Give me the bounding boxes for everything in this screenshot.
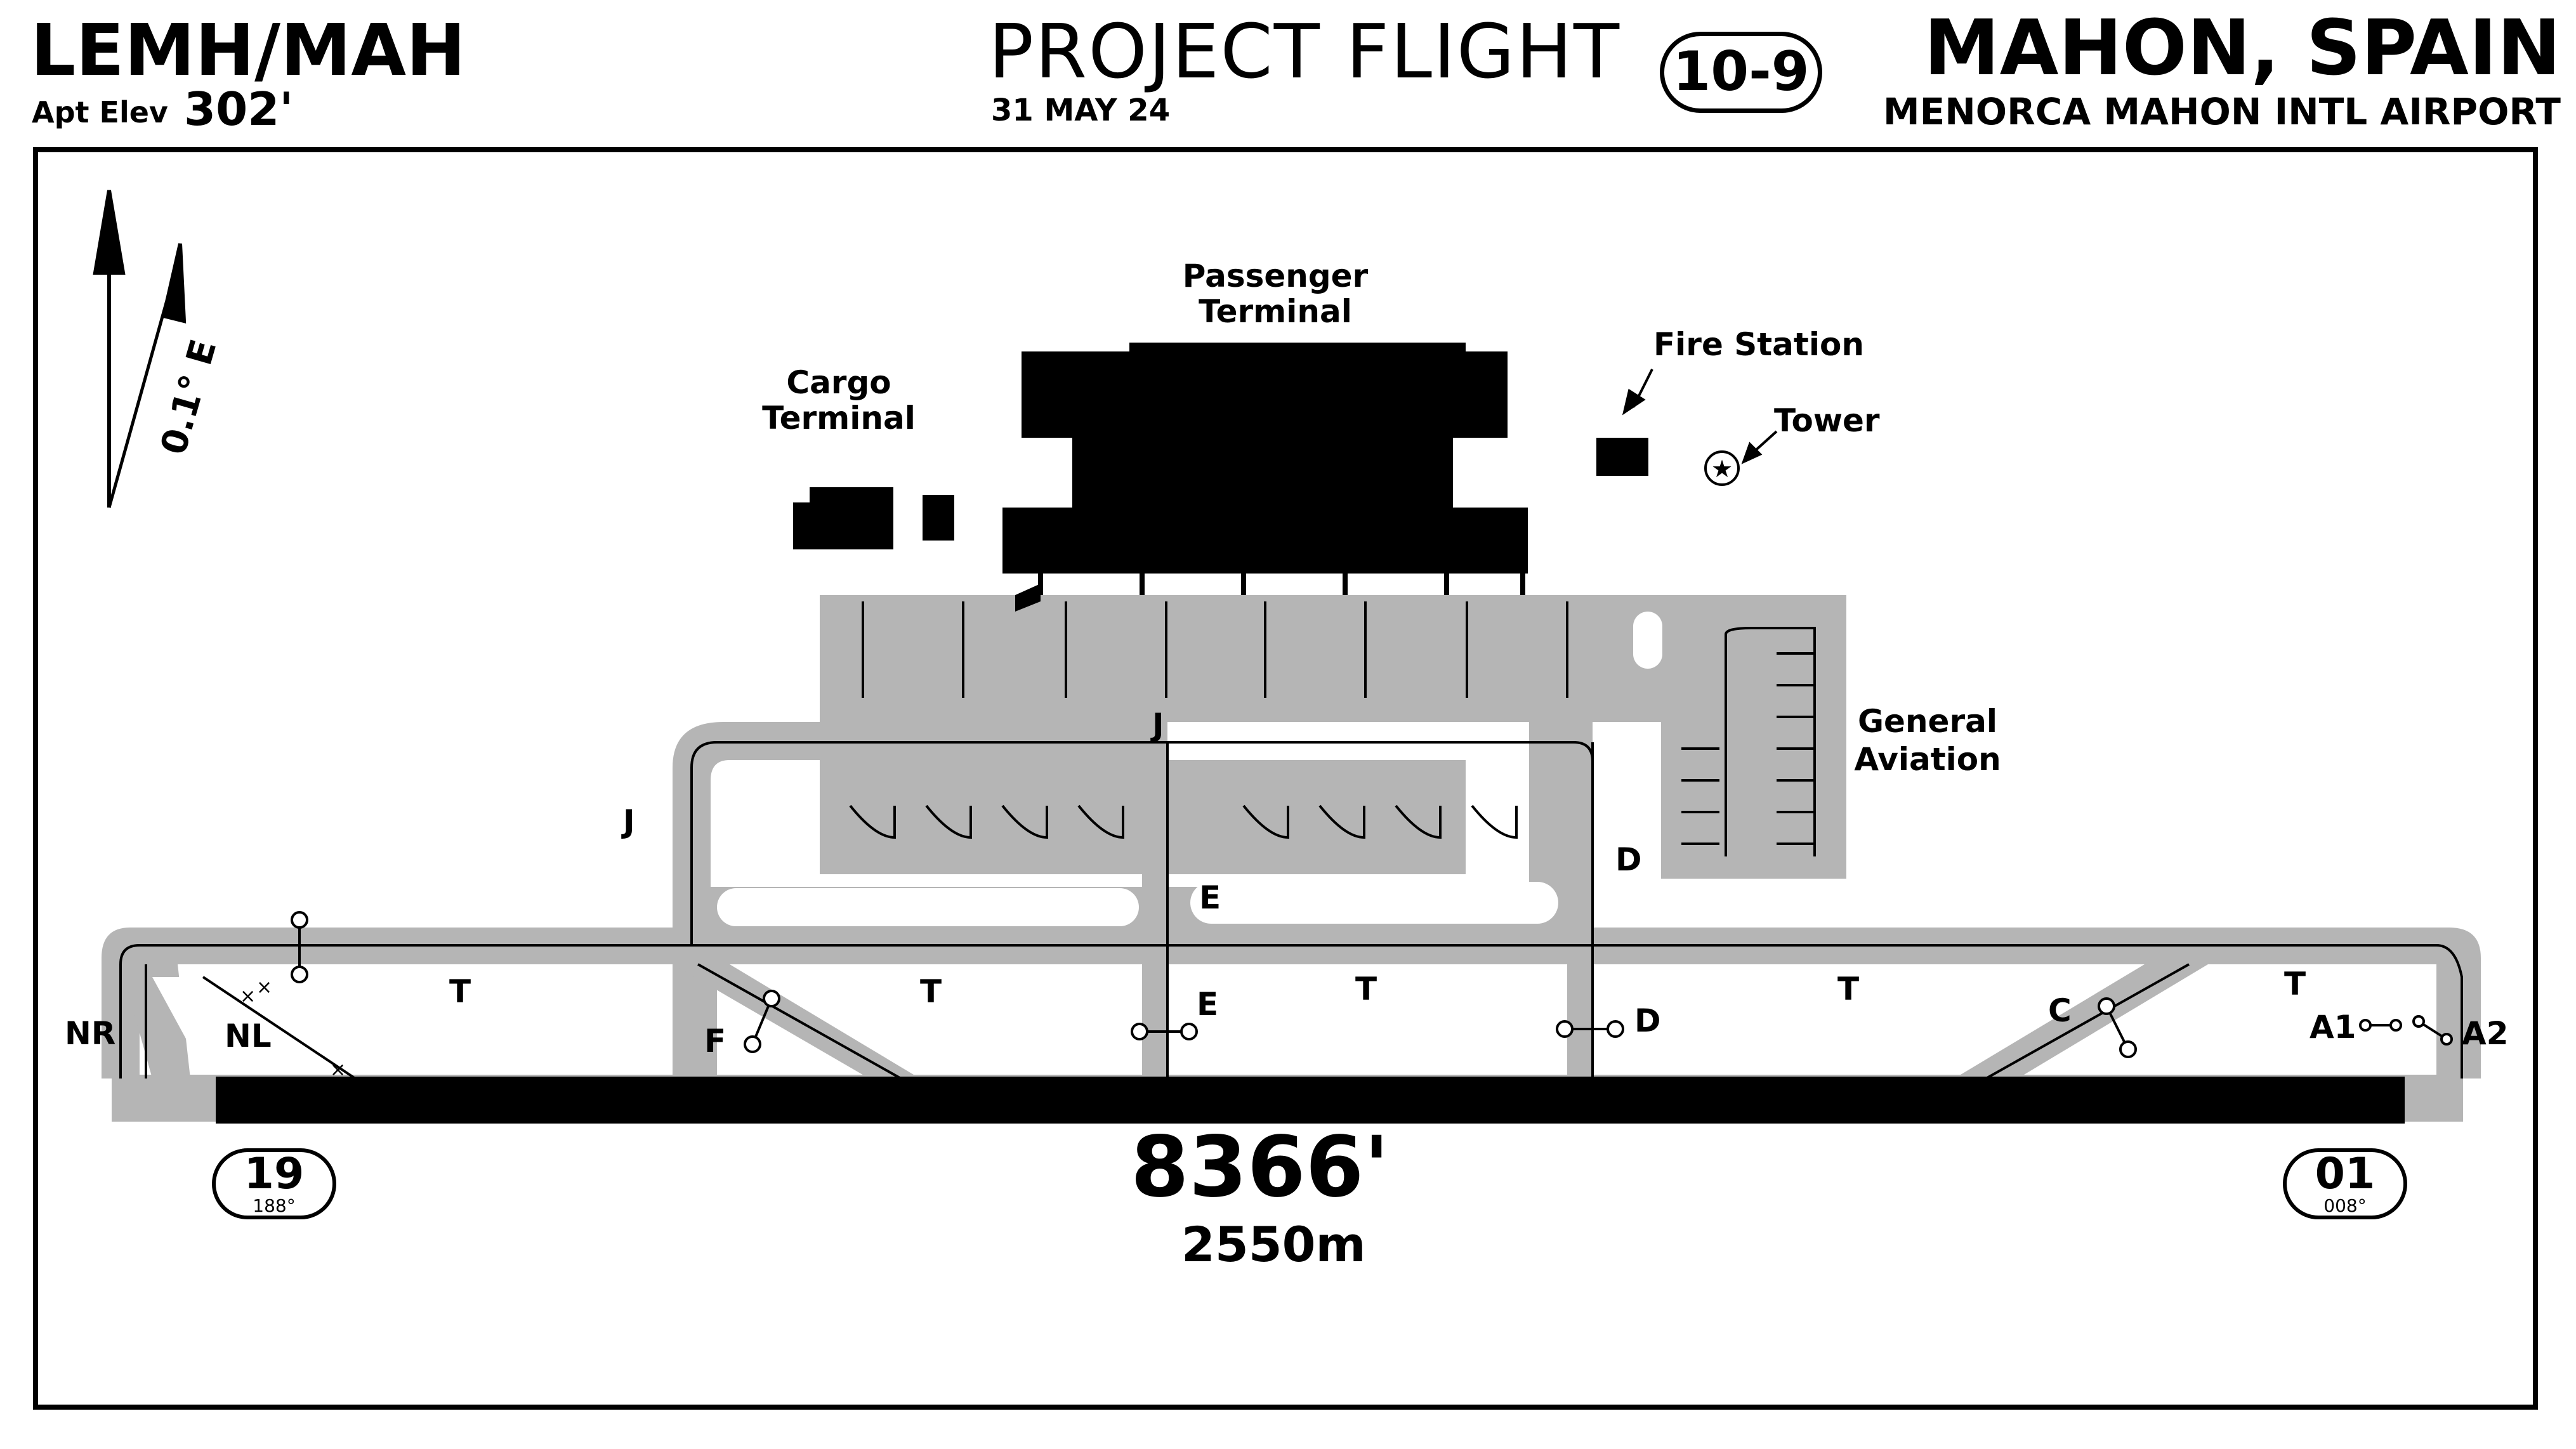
chart-date: 31 MAY 24 xyxy=(991,93,1171,128)
magnetic-variation-label: 0.1° E xyxy=(153,335,225,459)
runway-01-number: 01 xyxy=(2315,1149,2376,1199)
airport-ident: LEMH/MAH xyxy=(30,10,466,92)
taxiway-T-label-1: T xyxy=(449,973,471,1010)
taxiway-E-north-label: E xyxy=(1199,879,1221,916)
taxiway-D-south-label: D xyxy=(1634,1002,1661,1039)
svg-text:×: × xyxy=(330,1059,346,1081)
elevation-label: Apt Elev xyxy=(32,95,168,129)
taxiway-T-label-5: T xyxy=(2284,966,2306,1002)
taxiway-NR-label: NR xyxy=(65,1015,115,1052)
label-pointers xyxy=(1622,369,1778,464)
taxiway-J-west-label: J xyxy=(621,803,635,840)
svg-text:×: × xyxy=(240,985,256,1007)
svg-text:×: × xyxy=(256,976,272,999)
tower-icon: ★ xyxy=(1704,450,1740,486)
taxiway-E-south-label: E xyxy=(1197,986,1218,1023)
fire-station-building xyxy=(1596,438,1648,476)
runway-length-m: 2550m xyxy=(1181,1216,1366,1273)
runway xyxy=(216,1077,2405,1124)
tower-label: Tower xyxy=(1774,402,1880,439)
taxiway-D-north-label: D xyxy=(1615,841,1642,878)
parking-stands xyxy=(849,601,1816,856)
fire-station-label: Fire Station xyxy=(1653,326,1864,363)
taxiway-J-apron-label: J xyxy=(1150,707,1164,744)
runway-01-heading: 008° xyxy=(2323,1195,2367,1216)
buildings xyxy=(793,343,1648,612)
taxiway-F-label: F xyxy=(704,1023,726,1059)
chart-frame xyxy=(33,147,2538,1410)
taxiway-C-label: C xyxy=(2048,992,2072,1029)
closed-markers: ××× xyxy=(240,976,346,1081)
runway-19-badge: 19 188° xyxy=(212,1148,336,1219)
chart-title: PROJECT FLIGHT xyxy=(989,8,1621,95)
svg-text:★: ★ xyxy=(1711,455,1733,483)
runway-01-badge: 01 008° xyxy=(2283,1148,2407,1219)
city-name: MAHON, SPAIN xyxy=(1924,4,2561,93)
taxiway-T-label-2: T xyxy=(920,973,942,1010)
taxiway-T-label-4: T xyxy=(1837,971,1859,1007)
elevation-value: 302' xyxy=(184,82,294,136)
north-arrow-icon xyxy=(93,190,187,508)
airport-name: MENORCA MAHON INTL AIRPORT xyxy=(1883,90,2561,133)
runway-19-number: 19 xyxy=(244,1149,305,1199)
cargo-terminal-building xyxy=(793,487,893,549)
runway-19-heading: 188° xyxy=(253,1195,296,1216)
taxiway-A2-label: A2 xyxy=(2462,1015,2509,1052)
taxiway-T-label-3: T xyxy=(1355,971,1377,1007)
passenger-terminal-building xyxy=(1002,343,1528,574)
infield xyxy=(711,612,1662,926)
taxiway-A1-label: A1 xyxy=(2310,1009,2356,1046)
taxiway-NL-label: NL xyxy=(225,1018,272,1054)
runway-length-ft: 8366' xyxy=(1131,1118,1390,1216)
hold-positions xyxy=(291,911,2453,1058)
taxiway-centerlines xyxy=(119,741,2463,1080)
chart-number-badge: 10-9 xyxy=(1660,32,1822,113)
